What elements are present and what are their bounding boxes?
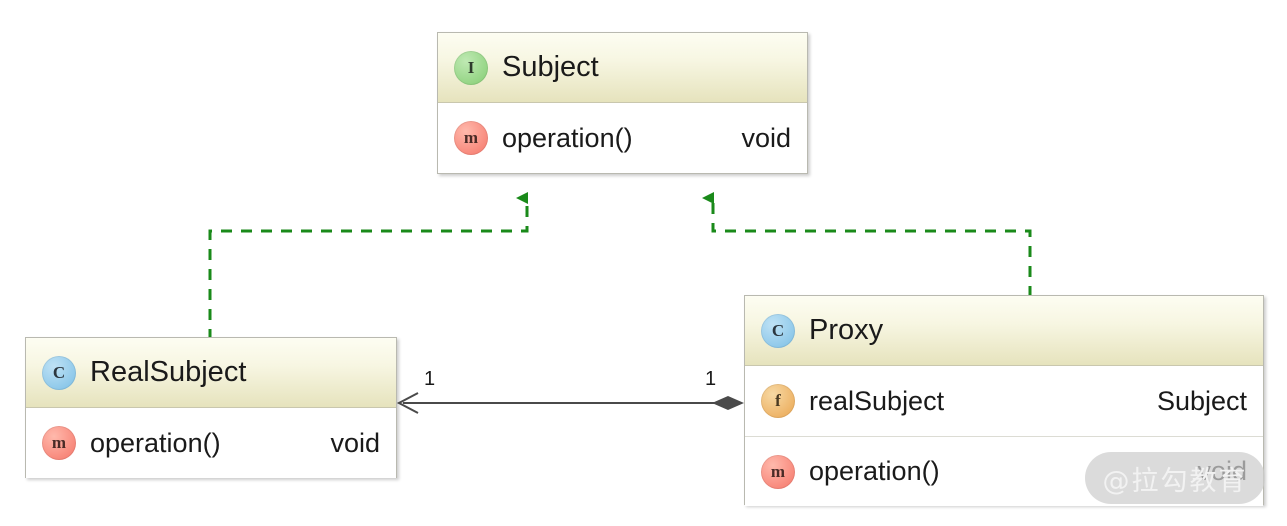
aggregation-proxy-to-realsubject — [396, 392, 744, 414]
member-type: void — [330, 427, 380, 458]
multiplicity-target: 1 — [424, 368, 436, 390]
member-name: operation() — [809, 456, 940, 486]
class-box-realsubject[interactable]: C RealSubject m operation() void — [25, 337, 397, 478]
class-header-realsubject: C RealSubject — [26, 338, 396, 408]
member-row-realsubject-operation[interactable]: m operation() void — [26, 408, 396, 478]
class-icon: C — [761, 313, 795, 348]
watermark: @拉勾教育 — [1085, 452, 1265, 504]
field-icon: f — [761, 384, 795, 418]
member-row-proxy-realsubject[interactable]: f realSubject Subject — [745, 366, 1263, 436]
realization-realsubject-to-subject — [208, 192, 529, 340]
method-icon: m — [454, 121, 488, 155]
member-type: Subject — [1156, 385, 1247, 416]
member-name: operation() — [90, 427, 221, 458]
method-icon: m — [761, 454, 795, 489]
interface-icon: I — [454, 50, 488, 85]
class-box-proxy[interactable]: C Proxy f realSubject Subject m operatio… — [744, 295, 1264, 506]
class-header-subject: I Subject — [438, 33, 807, 103]
member-name: realSubject — [809, 385, 945, 416]
member-name: operation() — [502, 122, 633, 153]
class-name-proxy: Proxy — [809, 314, 884, 346]
multiplicity-source: 1 — [705, 368, 717, 390]
method-icon: m — [42, 426, 76, 460]
member-type: void — [741, 122, 791, 153]
realization-proxy-to-subject — [702, 192, 1032, 297]
class-box-subject[interactable]: I Subject m operation() void — [437, 32, 808, 174]
member-row-subject-operation[interactable]: m operation() void — [438, 103, 807, 173]
class-name-realsubject: RealSubject — [90, 356, 247, 388]
class-name-subject: Subject — [502, 51, 599, 83]
class-icon: C — [42, 355, 76, 390]
class-header-proxy: C Proxy — [745, 296, 1263, 366]
